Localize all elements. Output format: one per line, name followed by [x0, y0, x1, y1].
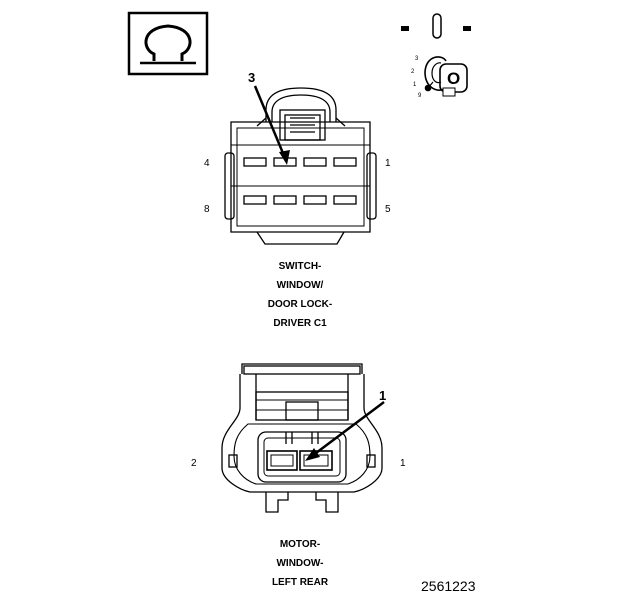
pin-label-2: 2	[191, 458, 197, 469]
key-position-label: 1	[413, 82, 417, 88]
pin-label-1: 1	[385, 158, 391, 169]
key-position-label: 2	[411, 69, 415, 75]
key-symbol-label: O	[447, 69, 461, 88]
callout-arrow-motor	[305, 401, 385, 461]
caption-line: DRIVER C1	[273, 318, 327, 329]
caption-line: WINDOW/	[276, 280, 324, 291]
connector-motor-housing	[221, 363, 383, 513]
ohm-symbol-icon	[127, 11, 209, 76]
caption-line: WINDOW-	[276, 558, 324, 569]
key-position-label: 3	[415, 56, 419, 62]
caption-line: SWITCH-	[278, 261, 322, 272]
ignition-key-icon	[401, 13, 471, 97]
connector-c1-housing	[224, 87, 377, 245]
caption-line: LEFT REAR	[271, 577, 329, 588]
caption-line: DOOR LOCK-	[267, 299, 333, 310]
callout-number-c1: 3	[248, 70, 256, 85]
pin-label-8: 8	[204, 204, 210, 215]
callout-number-motor: 1	[379, 388, 387, 403]
key-position-label: 9	[418, 93, 422, 99]
pin-label-4: 4	[204, 158, 210, 169]
pin-label-5: 5	[385, 204, 391, 215]
figure-number: 2561223	[421, 578, 476, 594]
pin-label-1: 1	[400, 458, 406, 469]
caption-line: MOTOR-	[279, 539, 321, 550]
callout-arrow-c1	[253, 85, 290, 165]
